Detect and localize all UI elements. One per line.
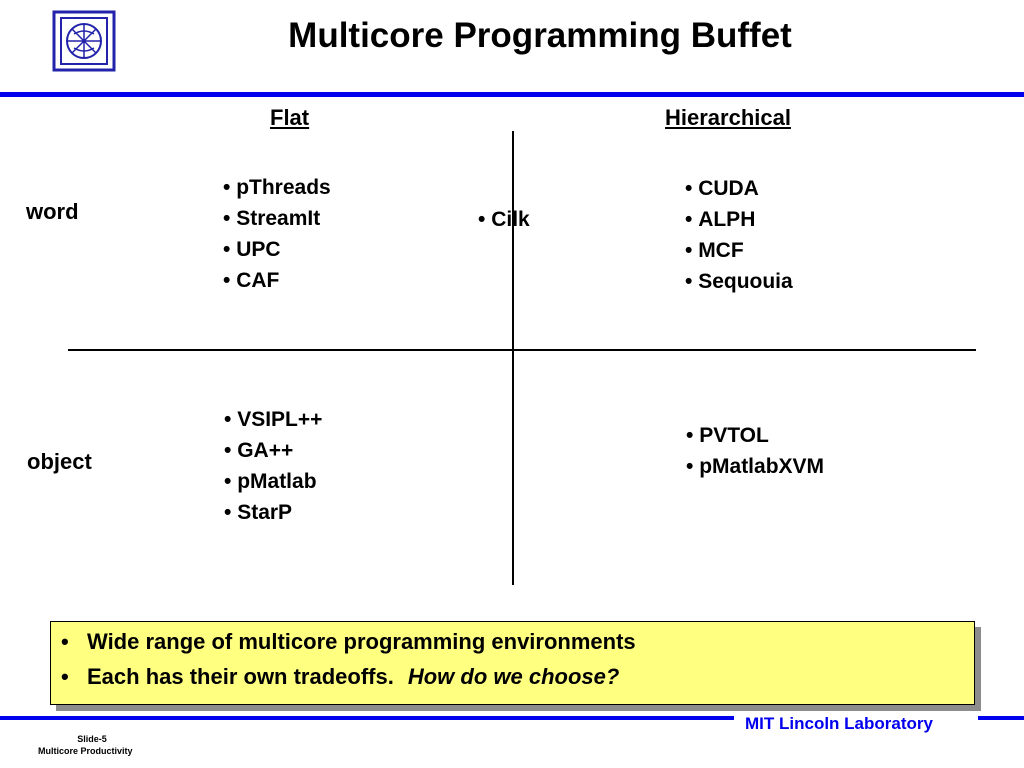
footer-divider-left <box>0 716 734 720</box>
list-item: MCF <box>685 235 793 266</box>
callout-bullet: • Each has their own tradeoffs. How do we … <box>61 664 619 690</box>
quadrant-hierarchical-word: CUDA ALPH MCF Sequouia <box>685 173 793 297</box>
mit-lincoln-lab-logo-icon <box>52 10 116 72</box>
quadrant-flat-object: VSIPL++ GA++ pMatlab StarP <box>224 404 322 528</box>
list-item: StarP <box>224 497 322 528</box>
column-header-hierarchical: Hierarchical <box>665 105 791 130</box>
column-header-flat: Flat <box>270 105 310 130</box>
list-item: CUDA <box>685 173 793 204</box>
center-item-cilk: Cilk <box>478 208 530 232</box>
callout-bullet-text: Each has their own tradeoffs. <box>87 664 394 689</box>
list-item: pMatlab <box>224 466 322 497</box>
list-item: ALPH <box>685 204 793 235</box>
callout-bullet: • Wide range of multicore programming env… <box>61 629 636 655</box>
callout-bullet-text: Wide range of multicore programming envi… <box>87 629 636 654</box>
quadrant-hierarchical-object: PVTOL pMatlabXVM <box>686 420 824 482</box>
quadrant-flat-word: pThreads StreamIt UPC CAF <box>223 172 331 296</box>
list-item: PVTOL <box>686 420 824 451</box>
vertical-axis-line <box>512 131 514 585</box>
page-title: Multicore Programming Buffet <box>288 16 792 55</box>
bullet-icon: • <box>61 664 69 689</box>
row-header-object: object <box>27 449 92 474</box>
row-header-word: word <box>26 199 79 224</box>
list-item: UPC <box>223 234 331 265</box>
list-item: pThreads <box>223 172 331 203</box>
bullet-icon: • <box>61 629 69 654</box>
title-divider <box>0 92 1024 97</box>
list-item: GA++ <box>224 435 322 466</box>
footer-subtitle: Multicore Productivity <box>38 746 133 756</box>
slide-number: Slide-5 <box>77 734 107 744</box>
list-item: CAF <box>223 265 331 296</box>
list-item: StreamIt <box>223 203 331 234</box>
callout-box: • Wide range of multicore programming env… <box>50 621 975 705</box>
horizontal-axis-line <box>68 349 976 351</box>
list-item: Sequouia <box>685 266 793 297</box>
organization-label: MIT Lincoln Laboratory <box>745 714 933 733</box>
callout-emphasis: How do we choose? <box>407 664 620 689</box>
list-item: pMatlabXVM <box>686 451 824 482</box>
list-item: VSIPL++ <box>224 404 322 435</box>
footer-divider-right <box>978 716 1024 720</box>
